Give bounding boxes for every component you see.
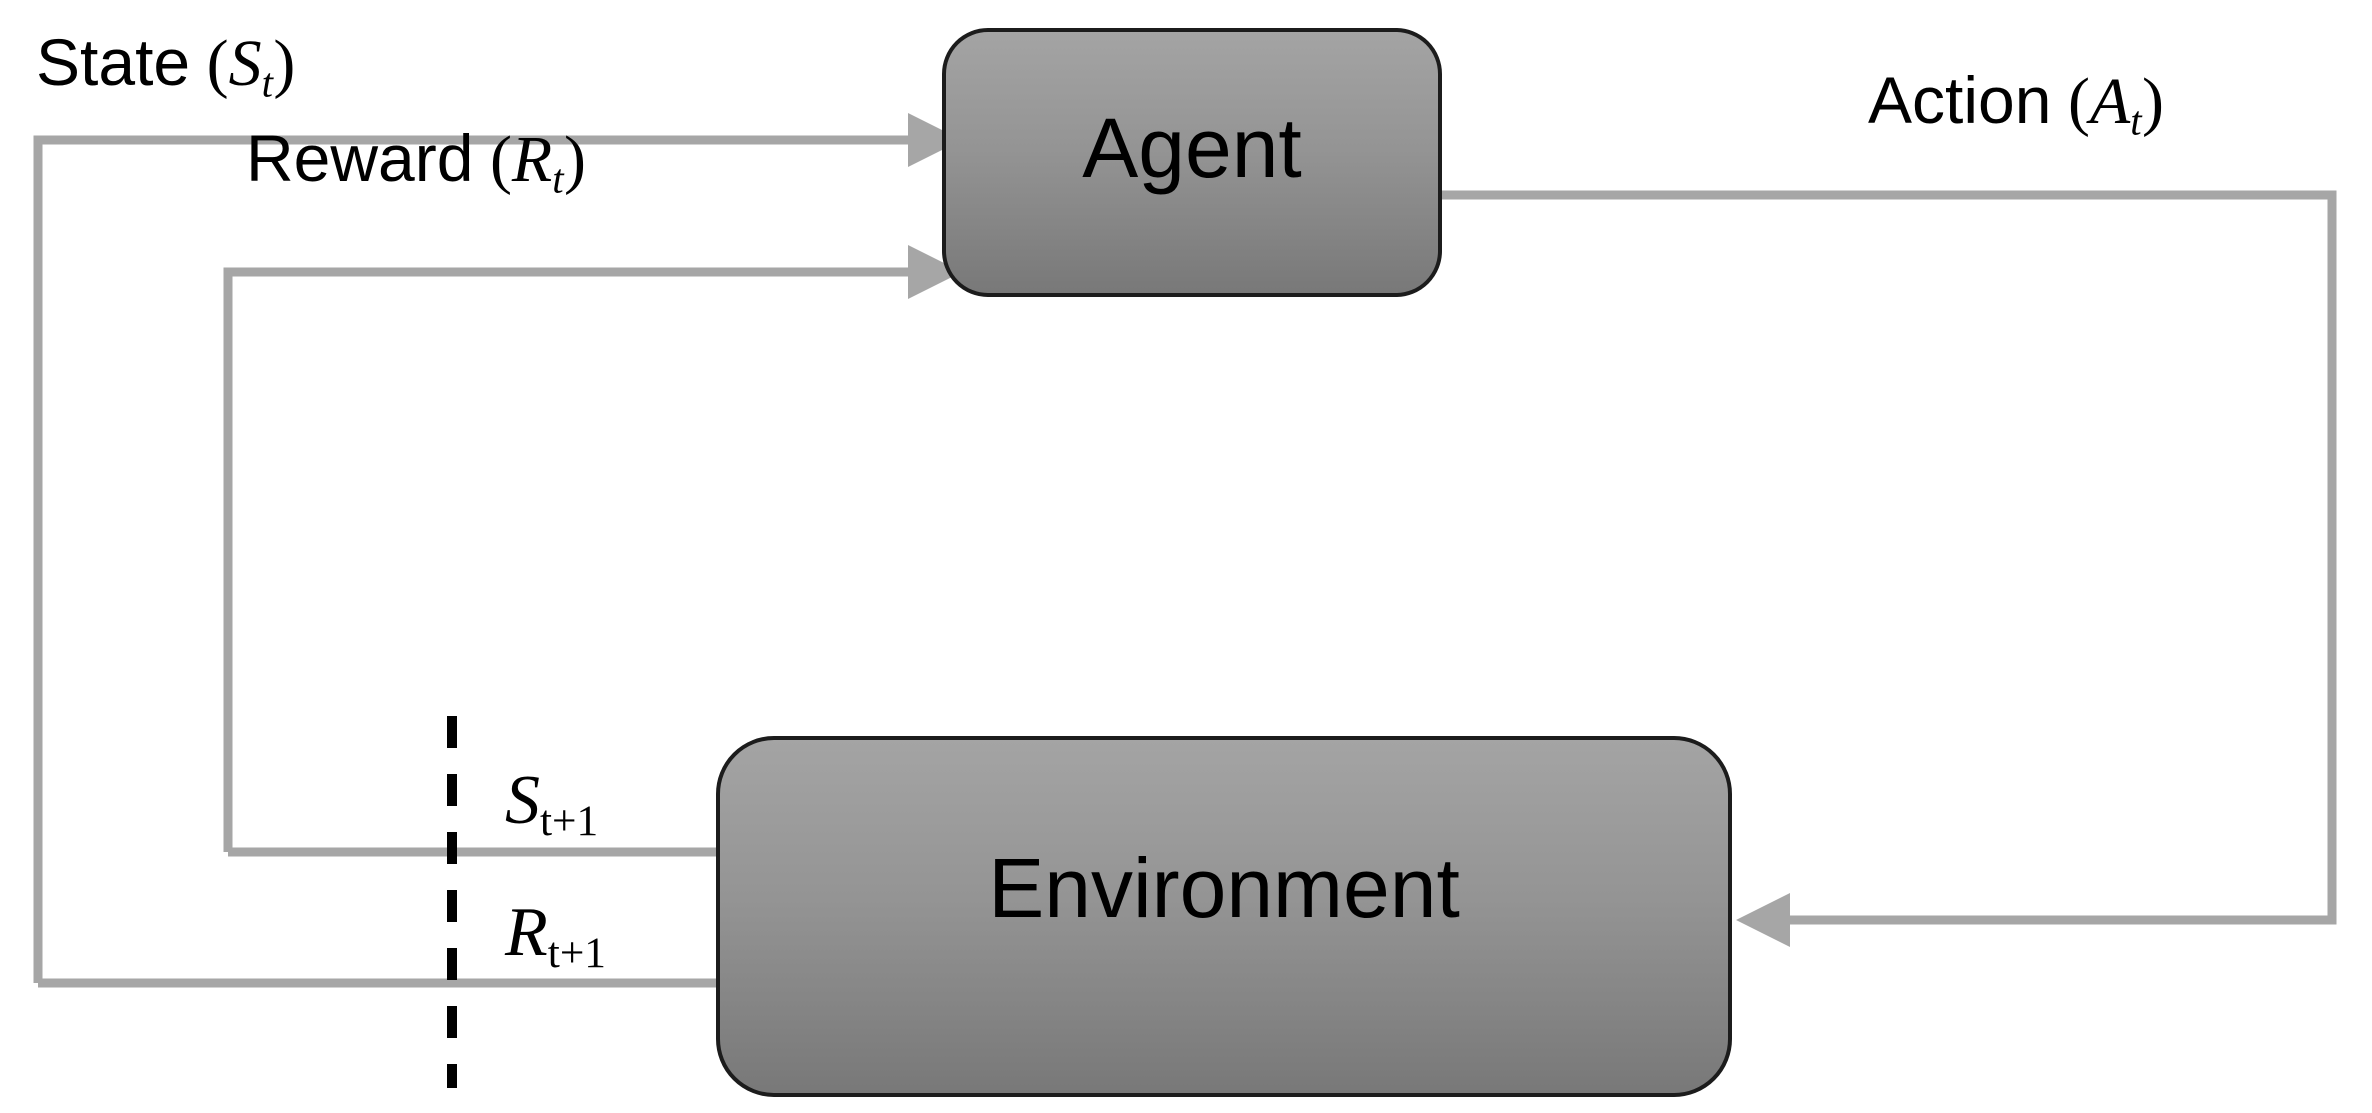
environment-node[interactable] xyxy=(716,736,1732,1097)
action-edge-path xyxy=(1440,190,2337,947)
agent-node[interactable] xyxy=(942,28,1442,297)
state-edge-path xyxy=(33,113,962,983)
reward-edge-path xyxy=(223,245,962,852)
